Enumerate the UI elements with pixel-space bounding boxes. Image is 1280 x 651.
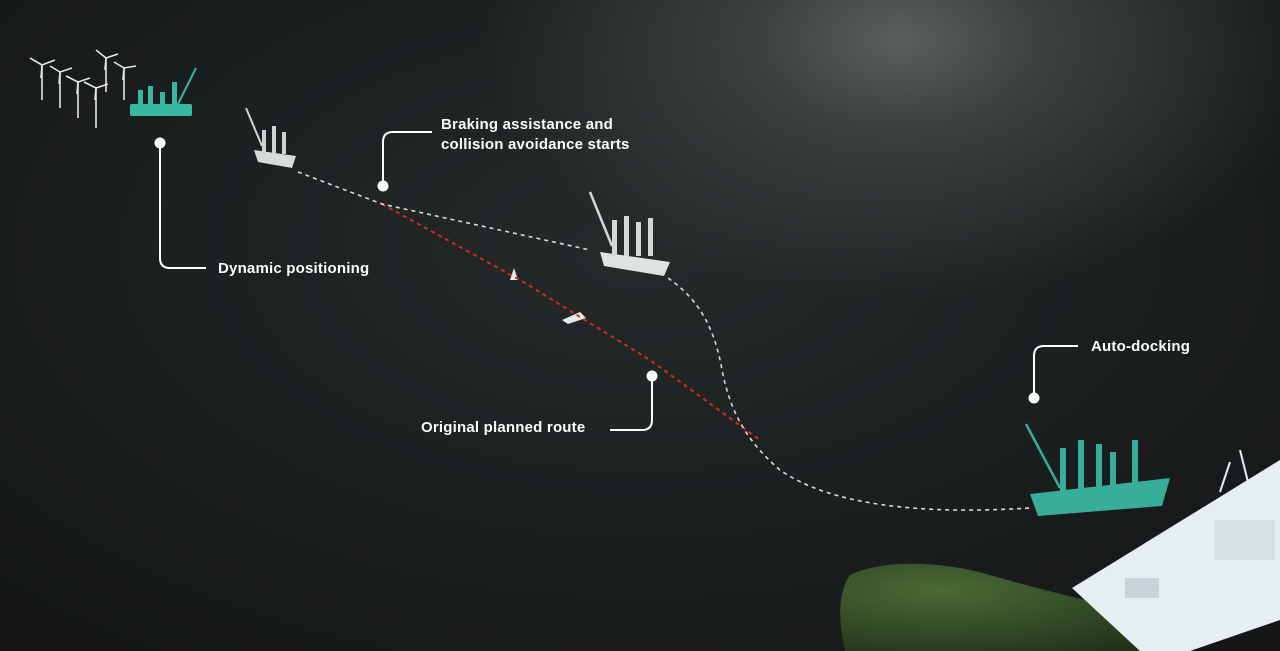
wind-turbine-icon xyxy=(95,49,119,92)
callout-dot xyxy=(1028,392,1040,404)
vessel-icon xyxy=(1024,423,1170,516)
callout-braking-line2: collision avoidance starts xyxy=(441,136,630,153)
island xyxy=(840,563,1180,651)
wind-turbine-icon xyxy=(29,57,56,100)
wind-turbine-icon xyxy=(113,61,137,100)
callout-original-route: Original planned route xyxy=(421,419,586,436)
callout-leader-route xyxy=(610,376,653,431)
callout-dynamic-positioning: Dynamic positioning xyxy=(218,260,370,277)
callout-auto-docking: Auto-docking xyxy=(1091,338,1191,355)
speedboat-icon xyxy=(562,312,586,324)
callout-leader-docking xyxy=(1033,345,1078,398)
vessel-icon xyxy=(588,191,670,276)
callout-leader-braking xyxy=(382,131,432,186)
callout-dot xyxy=(377,180,389,192)
vessel-icon xyxy=(130,67,197,116)
vessel-icon xyxy=(245,107,296,168)
callout-braking-line1: Braking assistance and xyxy=(441,116,613,133)
callout-dot xyxy=(154,137,166,149)
actual-route-line xyxy=(297,171,1031,511)
wind-turbine-icon xyxy=(83,81,109,128)
wind-turbine-icon xyxy=(65,75,91,118)
port-icon xyxy=(1072,449,1280,651)
planned-route-line xyxy=(381,203,761,441)
wind-turbine-icon xyxy=(49,65,73,108)
callout-dot xyxy=(646,370,658,382)
callout-leader-dynamic xyxy=(159,143,206,269)
wind-farm xyxy=(29,49,137,128)
